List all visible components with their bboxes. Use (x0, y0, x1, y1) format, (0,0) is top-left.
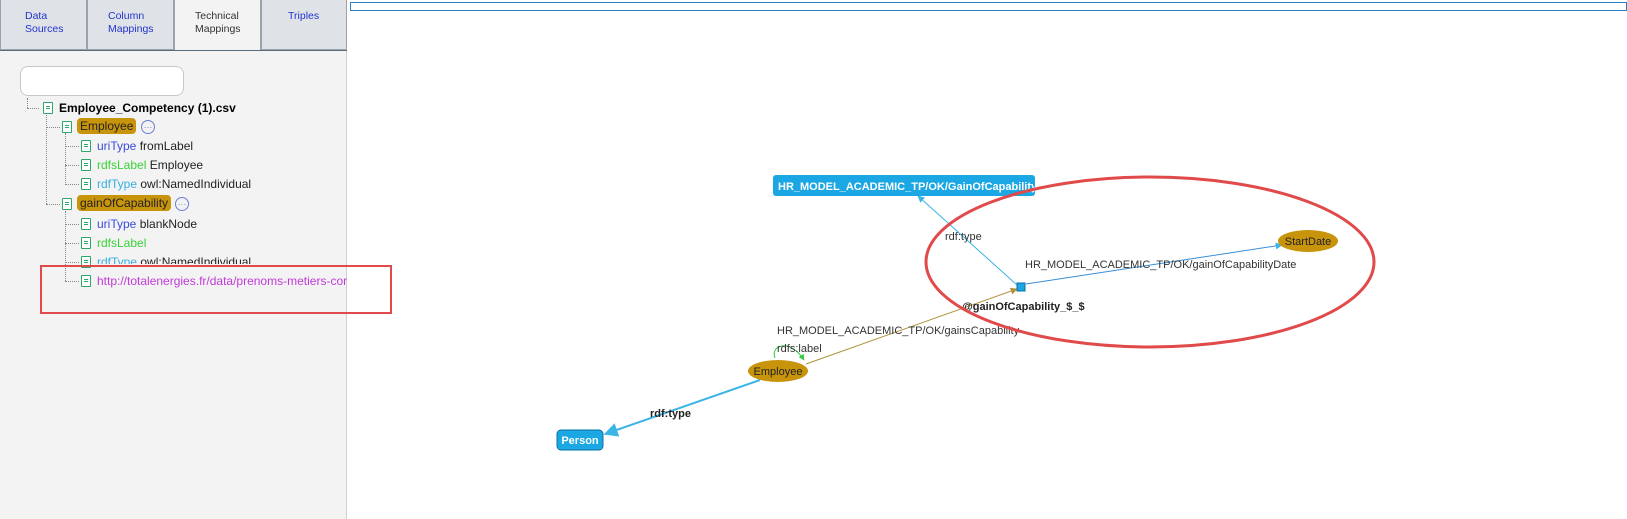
prop-key: rdfType (97, 177, 138, 191)
property-file-icon (81, 178, 91, 190)
property-file-icon (81, 256, 91, 268)
tree-connector (27, 108, 39, 109)
prop-value: fromLabel (139, 139, 194, 153)
tab-label: Technical (195, 10, 239, 22)
ellipsis-circle-icon[interactable]: … (175, 197, 189, 211)
tab-label: Column (108, 10, 145, 22)
node-blank[interactable] (1016, 282, 1026, 292)
edge-gain-date (1025, 242, 1283, 285)
tab-label: Triples (288, 10, 320, 22)
tree-prop-rdftype[interactable]: rdfType owl:NamedIndividual (97, 255, 251, 264)
tree-connector (65, 146, 79, 147)
tab-triples[interactable]: Triples (261, 0, 347, 50)
tab-data-sources[interactable]: Data Sources (0, 0, 87, 50)
edge-rdfs-label-loop (773, 345, 805, 361)
property-file-icon (81, 237, 91, 249)
tab-technical-mappings[interactable]: Technical Mappings (174, 0, 261, 50)
tree-prop-rdfslabel[interactable]: rdfsLabel Employee (97, 158, 203, 172)
tree-connector (65, 224, 79, 225)
tree-prop-rdfslabel[interactable]: rdfsLabel (97, 236, 146, 250)
highlight-ellipse (924, 175, 1376, 349)
edge-label-date-prop: HR_MODEL_ACADEMIC_TP/OK/gainOfCapability… (1025, 259, 1296, 271)
property-file-icon (81, 159, 91, 171)
prop-key: rdfsLabel (97, 158, 147, 172)
highlight-box (40, 265, 392, 314)
prop-value: owl:NamedIndividual (140, 255, 252, 264)
link-text: http://totalenergies.fr/data/prenoms-met… (97, 274, 347, 288)
tree-connector (65, 281, 79, 282)
tree-connector (46, 204, 60, 205)
left-panel: Data Sources Column Mappings Technical M… (0, 0, 347, 519)
node-start-date-label: StartDate (1285, 236, 1331, 248)
tree-link-uri[interactable]: http://totalenergies.fr/data/prenoms-met… (97, 274, 347, 288)
node-start-date[interactable] (1278, 230, 1338, 252)
edge-rdf-type-upper (917, 195, 1018, 286)
tree-connector (46, 112, 47, 204)
tab-label: Mappings (195, 23, 241, 35)
tree-prop-uritype[interactable]: uriType fromLabel (97, 139, 193, 153)
prop-key: uriType (97, 139, 137, 153)
node-blank-label: @gainOfCapability_$_$ (962, 301, 1085, 313)
tab-label: Sources (25, 23, 64, 35)
node-employee-label: Employee (754, 366, 803, 378)
property-file-icon (81, 140, 91, 152)
tree-connector (65, 243, 79, 244)
edge-label-rdf-type-lower: rdf:type (650, 408, 691, 420)
prop-key: rdfsLabel (97, 236, 147, 250)
property-file-icon (81, 275, 91, 287)
prop-value: blankNode (139, 217, 198, 231)
tree-connector (65, 211, 66, 281)
prop-key: rdfType (97, 255, 138, 264)
edge-label-rdf-type-upper: rdf:type (945, 231, 982, 243)
edge-gains-capability (805, 287, 1018, 365)
tree-connector (65, 133, 66, 185)
tab-column-mappings[interactable]: Column Mappings (87, 0, 174, 50)
class-file-icon (62, 121, 72, 133)
tree-class-gainofcapability[interactable]: gainOfCapability (77, 195, 172, 211)
tree-connector (65, 184, 79, 185)
node-employee[interactable] (748, 360, 808, 382)
edge-label-gains-prop: HR_MODEL_ACADEMIC_TP/OK/gainsCapability (777, 325, 1020, 337)
tree-connector (65, 165, 79, 166)
node-gain-class-label: HR_MODEL_ACADEMIC_TP/OK/GainOfCapability (778, 181, 1038, 193)
prop-value: Employee (149, 158, 204, 172)
tree-connector (27, 98, 28, 108)
node-gain-class[interactable] (773, 175, 1035, 196)
ellipsis-circle-icon[interactable]: … (141, 120, 155, 134)
edge-label-rdfs-label: rdfs:label (777, 343, 822, 355)
edge-rdf-type-lower (603, 379, 761, 437)
tab-underline (0, 49, 347, 51)
node-person-label: Person (561, 435, 599, 447)
node-person[interactable] (556, 429, 604, 451)
property-file-icon (81, 218, 91, 230)
tree-prop-rdftype[interactable]: rdfType owl:NamedIndividual (97, 177, 251, 191)
search-input[interactable] (20, 66, 184, 96)
tab-label: Mappings (108, 23, 154, 35)
tree-connector (46, 127, 60, 128)
tree-root-label[interactable]: Employee_Competency (1).csv (59, 101, 236, 115)
tree-connector (65, 262, 79, 263)
csv-file-icon (43, 102, 53, 114)
tree-prop-uritype[interactable]: uriType blankNode (97, 217, 197, 231)
tree-class-employee[interactable]: Employee (77, 118, 137, 134)
prop-key: uriType (97, 217, 137, 231)
tab-label: Data (25, 10, 48, 22)
prop-value: owl:NamedIndividual (140, 177, 252, 191)
class-file-icon (62, 198, 72, 210)
